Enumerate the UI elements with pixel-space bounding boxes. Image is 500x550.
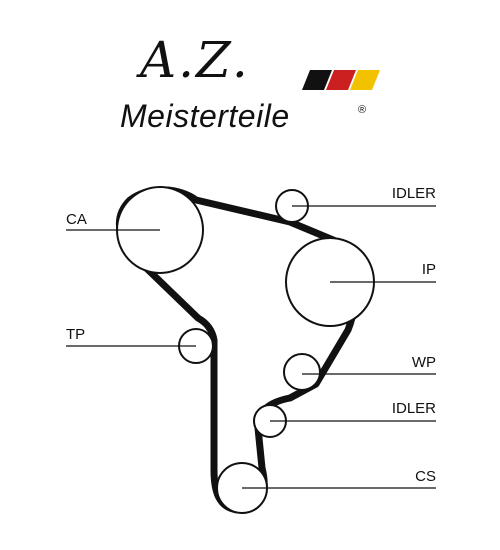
flag-stripe-red: [326, 70, 356, 90]
label-cs: CS: [415, 468, 436, 485]
label-idler-bottom: IDLER: [392, 400, 436, 417]
logo-brand-name: Meisterteile: [120, 98, 290, 134]
flag-stripe-black: [302, 70, 332, 90]
label-tp: TP: [66, 326, 85, 343]
flag-stripes-icon: [302, 70, 380, 90]
label-ca: CA: [66, 211, 87, 228]
logo-script-initials: A.Z.: [140, 31, 250, 89]
pulley-wp: [283, 353, 321, 391]
flag-stripe-gold: [350, 70, 380, 90]
label-wp: WP: [412, 354, 436, 371]
label-idler-top: IDLER: [392, 185, 436, 202]
brand-logo: A.Z. Meisterteile ®: [110, 30, 390, 145]
registered-mark: ®: [358, 104, 367, 116]
label-ip: IP: [422, 261, 436, 278]
